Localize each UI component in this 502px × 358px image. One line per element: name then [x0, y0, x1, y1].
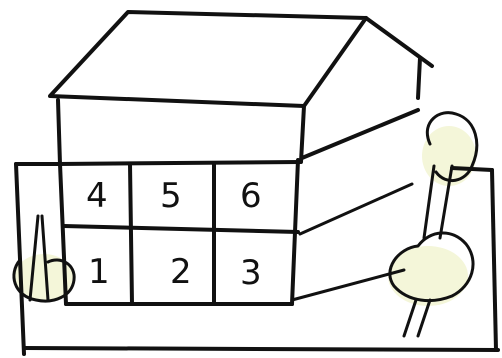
roof	[50, 12, 432, 106]
window-number-5: 5	[160, 176, 182, 216]
window-number-2: 2	[170, 252, 192, 292]
window-number-3: 3	[240, 253, 262, 293]
window-number-6: 6	[240, 176, 262, 216]
front-wall	[58, 58, 420, 164]
window-number-1: 1	[88, 252, 110, 292]
window-number-4: 4	[86, 176, 108, 216]
